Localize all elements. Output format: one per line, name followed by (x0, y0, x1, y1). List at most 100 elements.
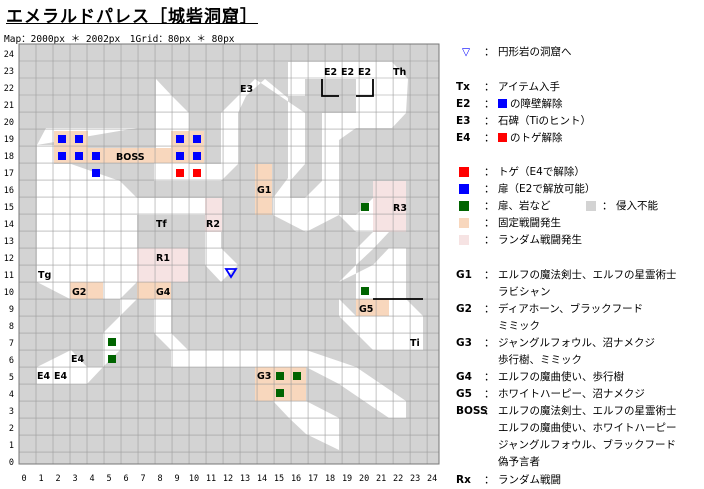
x-axis-tick-label: 8 (157, 474, 162, 484)
map-label-e4: E4 (71, 354, 84, 365)
x-axis-tick-label: 6 (123, 474, 128, 484)
x-axis-tick-label: 18 (325, 474, 335, 484)
red-square-icon (459, 167, 469, 177)
map-labels: E3 E2 E2 E2 Th BOSS G1 R3 Tf R2 R1 Tg G2… (37, 67, 420, 382)
x-axis-tick-label: 19 (342, 474, 352, 484)
trap-tiles (176, 169, 201, 177)
legend-group-line: ラビシャン (498, 286, 551, 298)
map-label-r2: R2 (206, 219, 220, 230)
y-axis-tick-label: 5 (9, 373, 14, 383)
y-axis-tick-label: 11 (4, 271, 14, 281)
gray-square-icon (586, 201, 596, 211)
y-axis-tick-label: 15 (4, 203, 14, 213)
pink-square-icon (459, 235, 469, 245)
x-axis-tick-label: 3 (72, 474, 77, 484)
entrance-triangle-icon[interactable] (224, 268, 238, 279)
legend-group-label: BOSS (456, 405, 488, 417)
y-axis-tick-label: 14 (4, 220, 14, 230)
green-square-icon (459, 201, 469, 211)
x-axis-tick-label: 11 (206, 474, 216, 484)
floor-area (19, 44, 439, 464)
map-label-th: Th (393, 67, 406, 78)
legend-group-label: G2 (456, 303, 472, 315)
map-label-g4: G4 (156, 287, 171, 298)
y-axis-tick-label: 24 (4, 50, 14, 60)
legend-group-line: 歩行樹、ミミック (498, 354, 582, 366)
x-axis-tick-label: 7 (140, 474, 145, 484)
x-axis-tick-label: 5 (106, 474, 111, 484)
page-title: エメラルドパレス［城砦洞窟］ (6, 7, 258, 27)
y-axis-tick-label: 17 (4, 169, 14, 179)
x-axis-tick-label: 22 (393, 474, 403, 484)
legend-key-label: E4 (456, 132, 471, 144)
y-axis-tick-label: 9 (9, 305, 14, 315)
peach-square-icon (459, 218, 469, 228)
legend-group-label: G3 (456, 337, 472, 349)
map-label-r3: R3 (393, 203, 407, 214)
y-axis-tick-label: 18 (4, 152, 14, 162)
y-axis-tick-label: 22 (4, 84, 14, 94)
map-label-ti: Ti (410, 338, 420, 349)
map-label-e2: E2 (358, 67, 371, 78)
x-axis-tick-label: 2 (55, 474, 60, 484)
y-axis-tick-label: 19 (4, 135, 14, 145)
legend-group-line: ジャングルフォウル、ブラックフード (498, 439, 676, 451)
map-label-g5: G5 (359, 304, 373, 315)
map-label-e4: E4 (37, 371, 50, 382)
x-axis-tick-label: 0 (21, 474, 26, 484)
legend-key-desc: アイテム入手 (498, 81, 560, 93)
map-border (18, 43, 440, 465)
map-label-r1: R1 (156, 253, 170, 264)
legend-symbol-desc: ランダム戦闘発生 (498, 234, 582, 246)
y-axis-tick-label: 1 (9, 441, 14, 451)
legend-key-label: E2 (456, 98, 471, 110)
x-axis-tick-label: 10 (189, 474, 199, 484)
map-label-tf: Tf (156, 219, 167, 230)
legend-group-label: G4 (456, 371, 472, 383)
legend-key-label: E3 (456, 115, 471, 127)
y-axis-tick-label: 2 (9, 424, 14, 434)
blue-square-icon (459, 184, 469, 194)
legend-group-line: エルフの魔法剣士、エルフの星霊術士 (498, 405, 677, 417)
x-axis-tick-label: 14 (257, 474, 267, 484)
x-axis-tick-label: 20 (359, 474, 369, 484)
legend-symbol-desc: 侵入不能 (616, 200, 658, 212)
x-axis-tick-label: 1 (38, 474, 43, 484)
grid-lines (19, 44, 439, 464)
y-axis-tick-label: 3 (9, 407, 14, 417)
legend-symbol-desc: トゲ（E4で解除） (498, 166, 585, 178)
x-axis-tick-label: 23 (410, 474, 420, 484)
y-axis-tick-label: 6 (9, 356, 14, 366)
legend-group-line: エルフの魔曲使い、ホワイトハーピー (498, 422, 677, 434)
y-axis-tick-label: 16 (4, 186, 14, 196)
x-axis-tick-label: 15 (274, 474, 284, 484)
map-label-e2: E2 (324, 67, 337, 78)
legend-group-line: ランダム戦闘 (498, 474, 561, 486)
map-label-e4: E4 (54, 371, 67, 382)
red-square-icon (498, 133, 507, 142)
y-axis-tick-label: 4 (9, 390, 14, 400)
y-axis-tick-label: 10 (4, 288, 14, 298)
map-label-g2: G2 (72, 287, 86, 298)
map-label-boss: BOSS (116, 152, 145, 163)
legend-group-line: ホワイトハーピー、沼ナメクジ (498, 388, 645, 400)
legend-key-desc: 石碑（Tiのヒント） (498, 115, 592, 127)
x-axis-tick-label: 17 (308, 474, 318, 484)
x-axis-tick-label: 21 (376, 474, 386, 484)
y-axis-tick-label: 13 (4, 237, 14, 247)
door-tiles (58, 135, 201, 177)
y-axis-tick-label: 7 (9, 339, 14, 349)
legend-key-desc: の障壁解除 (510, 98, 563, 110)
legend-group-label: G1 (456, 269, 472, 281)
x-axis-tick-label: 16 (291, 474, 301, 484)
triangle-down-icon: ▽ (461, 46, 471, 58)
x-axis-tick-label: 12 (223, 474, 233, 484)
battle-random-zones (137, 181, 406, 282)
legend-group-line: ジャングルフォウル、沼ナメクジ (498, 337, 655, 349)
legend-entrance-text: 円形岩の洞窟へ (498, 46, 572, 58)
legend-group-line: ディアホーン、ブラックフード (498, 303, 644, 315)
legend-key-desc: のトゲ解除 (510, 132, 563, 144)
y-axis-tick-label: 12 (4, 254, 14, 264)
legend-group-label: G5 (456, 388, 472, 400)
